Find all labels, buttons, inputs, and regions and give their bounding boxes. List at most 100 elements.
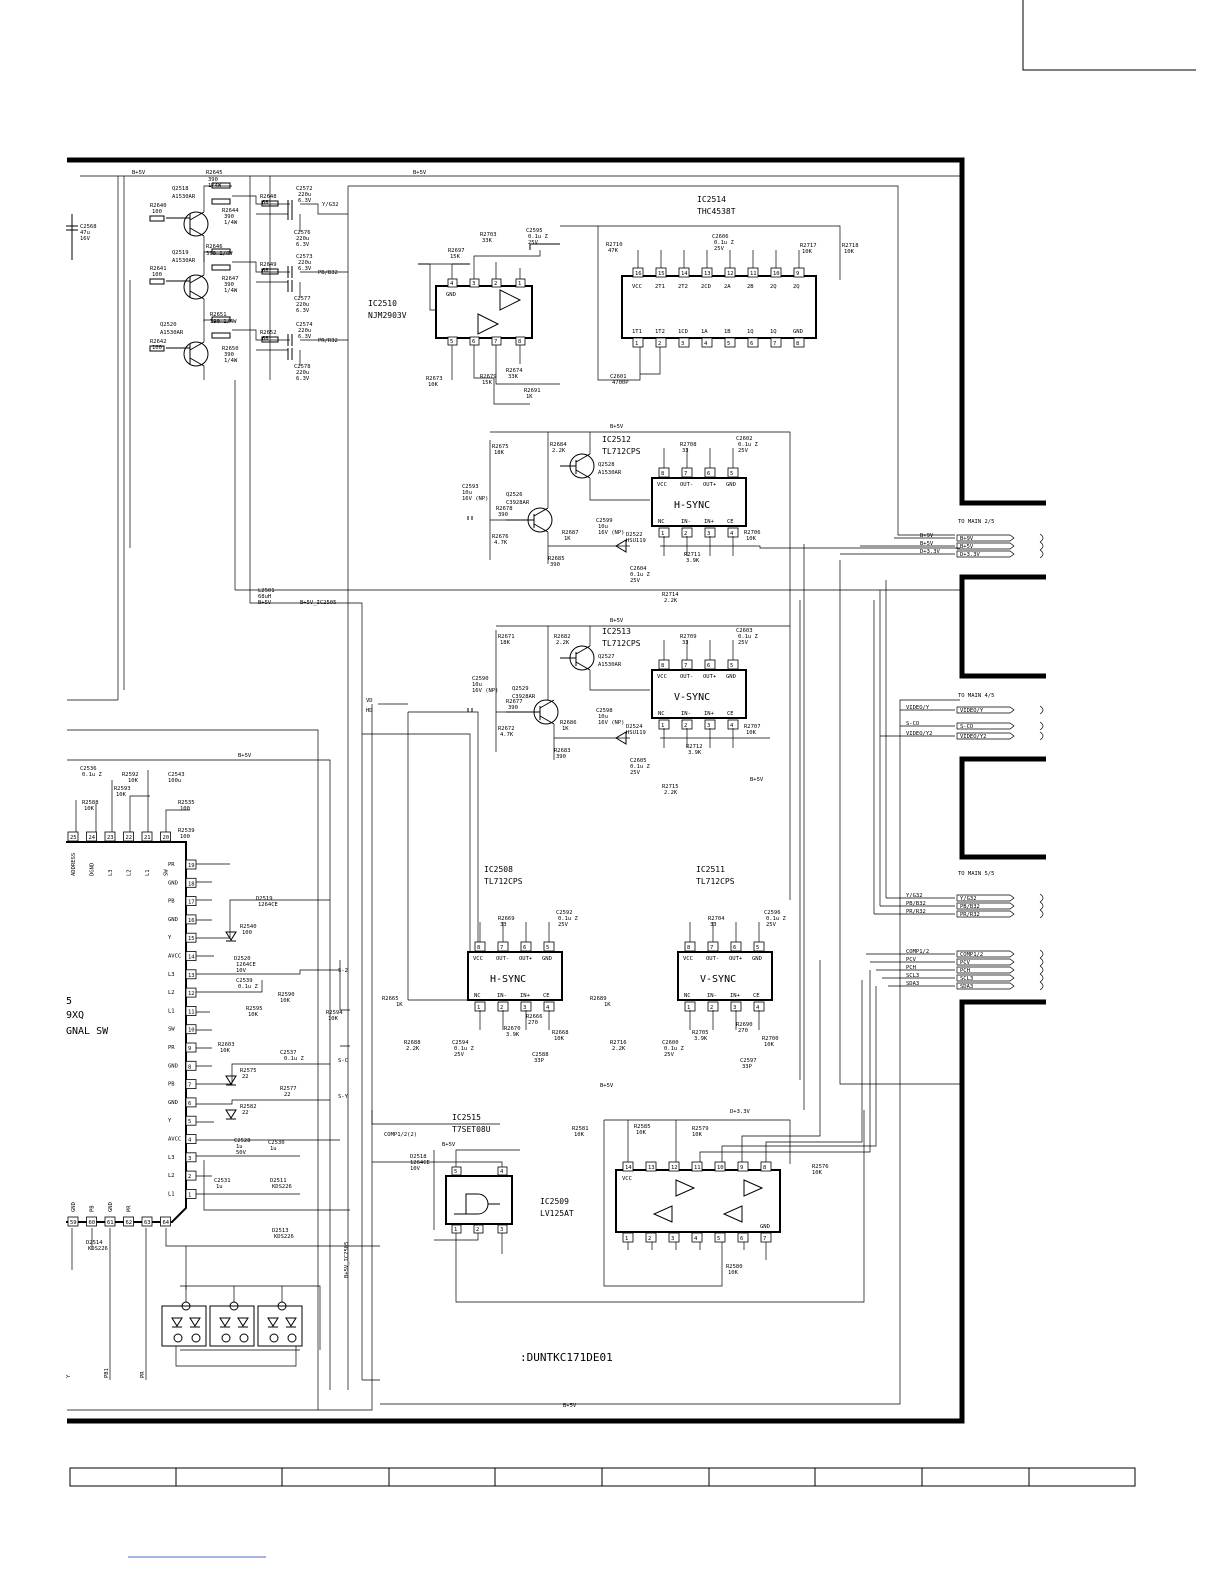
ic2508-pin-label: GND	[542, 956, 552, 962]
rail-b5v-ic2512: B+5V	[610, 424, 624, 430]
rail-d33v-bot: D+3.3V	[730, 1109, 751, 1115]
svg-text:2.2K: 2.2K	[664, 790, 678, 796]
svg-text:2.2K: 2.2K	[664, 598, 678, 604]
svg-text:20: 20	[163, 835, 170, 841]
ic2514-part: THC4538T	[697, 207, 736, 216]
svg-text:R2682: R2682	[554, 634, 571, 640]
svg-text:R2685: R2685	[548, 556, 565, 562]
svg-text:6.3V: 6.3V	[296, 242, 310, 248]
svg-text:100: 100	[180, 806, 190, 812]
ic2514-pin-1: 1	[632, 337, 644, 348]
frame-top	[67, 157, 1046, 506]
svg-text:22: 22	[242, 1074, 249, 1080]
connector-net-label: B+9V	[920, 533, 934, 539]
ic2509-pin-13: 13	[645, 1161, 657, 1172]
ic2513-ref: IC2513	[602, 627, 631, 636]
net-comp: COMP1/2(2)	[384, 1132, 417, 1138]
svg-text:68: 68	[262, 200, 269, 206]
net-hd: HD	[366, 708, 373, 714]
svg-text:10K: 10K	[746, 730, 757, 736]
svg-text:R2592: R2592	[122, 772, 139, 778]
svg-text:0.1u Z: 0.1u Z	[738, 634, 759, 640]
svg-text:5: 5	[546, 945, 549, 951]
svg-text:2: 2	[684, 531, 687, 537]
ic2509-block	[603, 960, 877, 1287]
left-ic-pin-21: 21	[141, 831, 153, 842]
ic2514-pin-4: 4	[701, 337, 713, 348]
svg-text:D2524: D2524	[626, 724, 643, 730]
ic2514-top-label: 2CD	[701, 284, 711, 290]
svg-text:10V: 10V	[236, 968, 247, 974]
svg-text:2.2K: 2.2K	[552, 448, 566, 454]
svg-text:16V: 16V	[80, 236, 91, 242]
ic2512-pin-label: IN+	[704, 519, 715, 525]
svg-text:10: 10	[188, 1028, 195, 1034]
svg-text:15K: 15K	[482, 380, 493, 386]
svg-text:R2677: R2677	[506, 699, 523, 705]
svg-text:4: 4	[546, 1005, 550, 1011]
svg-text:8: 8	[661, 663, 664, 669]
svg-text:R2641: R2641	[150, 266, 167, 272]
svg-text:5: 5	[454, 1169, 457, 1175]
svg-text:KDS226: KDS226	[272, 1184, 292, 1190]
connector-pin-label: Y/G32	[960, 896, 977, 902]
svg-text:50V: 50V	[236, 1150, 247, 1156]
svg-text:16V (NP): 16V (NP)	[472, 688, 499, 694]
svg-text:R2669: R2669	[498, 916, 515, 922]
left-ic-pin-8: 8	[185, 1060, 197, 1071]
svg-text:7: 7	[684, 471, 687, 477]
left-ic-right-label: Y	[168, 935, 172, 941]
ic2509-pin-1: 1	[622, 1232, 634, 1243]
svg-text:C2599: C2599	[596, 518, 613, 524]
svg-text:R2671: R2671	[498, 634, 515, 640]
svg-text:C2574: C2574	[296, 322, 313, 328]
ic2511-pin-7: 7	[707, 941, 719, 952]
connector-net-label: PB/B32	[906, 901, 926, 907]
svg-text:R2579: R2579	[692, 1126, 709, 1132]
ic2512-pin-7: 7	[681, 467, 693, 478]
ic2512-pin-label: IN-	[681, 519, 691, 525]
connector-net-label: SCL3	[906, 973, 919, 979]
svg-text:2: 2	[658, 341, 661, 347]
svg-text:1/4W: 1/4W	[224, 220, 238, 226]
svg-text:390: 390	[208, 177, 218, 183]
left-ic-pin-15: 15	[185, 932, 197, 943]
svg-text:11: 11	[188, 1009, 195, 1015]
svg-text:220u: 220u	[296, 302, 309, 308]
svg-text:4: 4	[756, 1005, 760, 1011]
svg-text:6: 6	[188, 1101, 191, 1107]
left-ic-top-label: L2	[127, 869, 133, 876]
svg-text:C2528: C2528	[234, 1138, 251, 1144]
svg-text:R2582: R2582	[240, 1104, 257, 1110]
ic2509-pin-2: 2	[645, 1232, 657, 1243]
svg-text:0.1u Z: 0.1u Z	[284, 1056, 305, 1062]
ic2508-pin-label: OUT-	[496, 956, 509, 962]
connector-net-label: PCV	[906, 957, 917, 963]
svg-text:6: 6	[523, 945, 526, 951]
svg-text:10: 10	[717, 1165, 724, 1171]
left-ic-top-label: L1	[145, 869, 151, 876]
svg-text:5: 5	[730, 663, 733, 669]
svg-text:3: 3	[188, 1156, 191, 1162]
ic2514-pin-15: 15	[655, 267, 667, 278]
svg-text:1: 1	[518, 281, 521, 287]
svg-text:8: 8	[188, 1064, 191, 1070]
svg-text:R2705: R2705	[692, 1030, 709, 1036]
sync-passives	[418, 243, 627, 745]
svg-text:2: 2	[188, 1174, 191, 1180]
svg-text:10K: 10K	[844, 249, 855, 255]
ic2511-pin-6: 6	[730, 941, 742, 952]
svg-text:2: 2	[648, 1236, 651, 1242]
ic2510-pins: 4 3 2 1 5 6 7 8	[447, 278, 526, 346]
svg-text:100: 100	[242, 930, 252, 936]
connector-net-label: PCH	[906, 965, 916, 971]
svg-text:5: 5	[730, 471, 733, 477]
ic2512-pin-4: 4	[727, 527, 739, 538]
ic2513-pin-4: 4	[727, 719, 739, 730]
svg-text:R2650: R2650	[222, 346, 239, 352]
svg-text:4.7K: 4.7K	[500, 732, 514, 738]
ic2514-bot-label: 1B	[724, 329, 731, 335]
